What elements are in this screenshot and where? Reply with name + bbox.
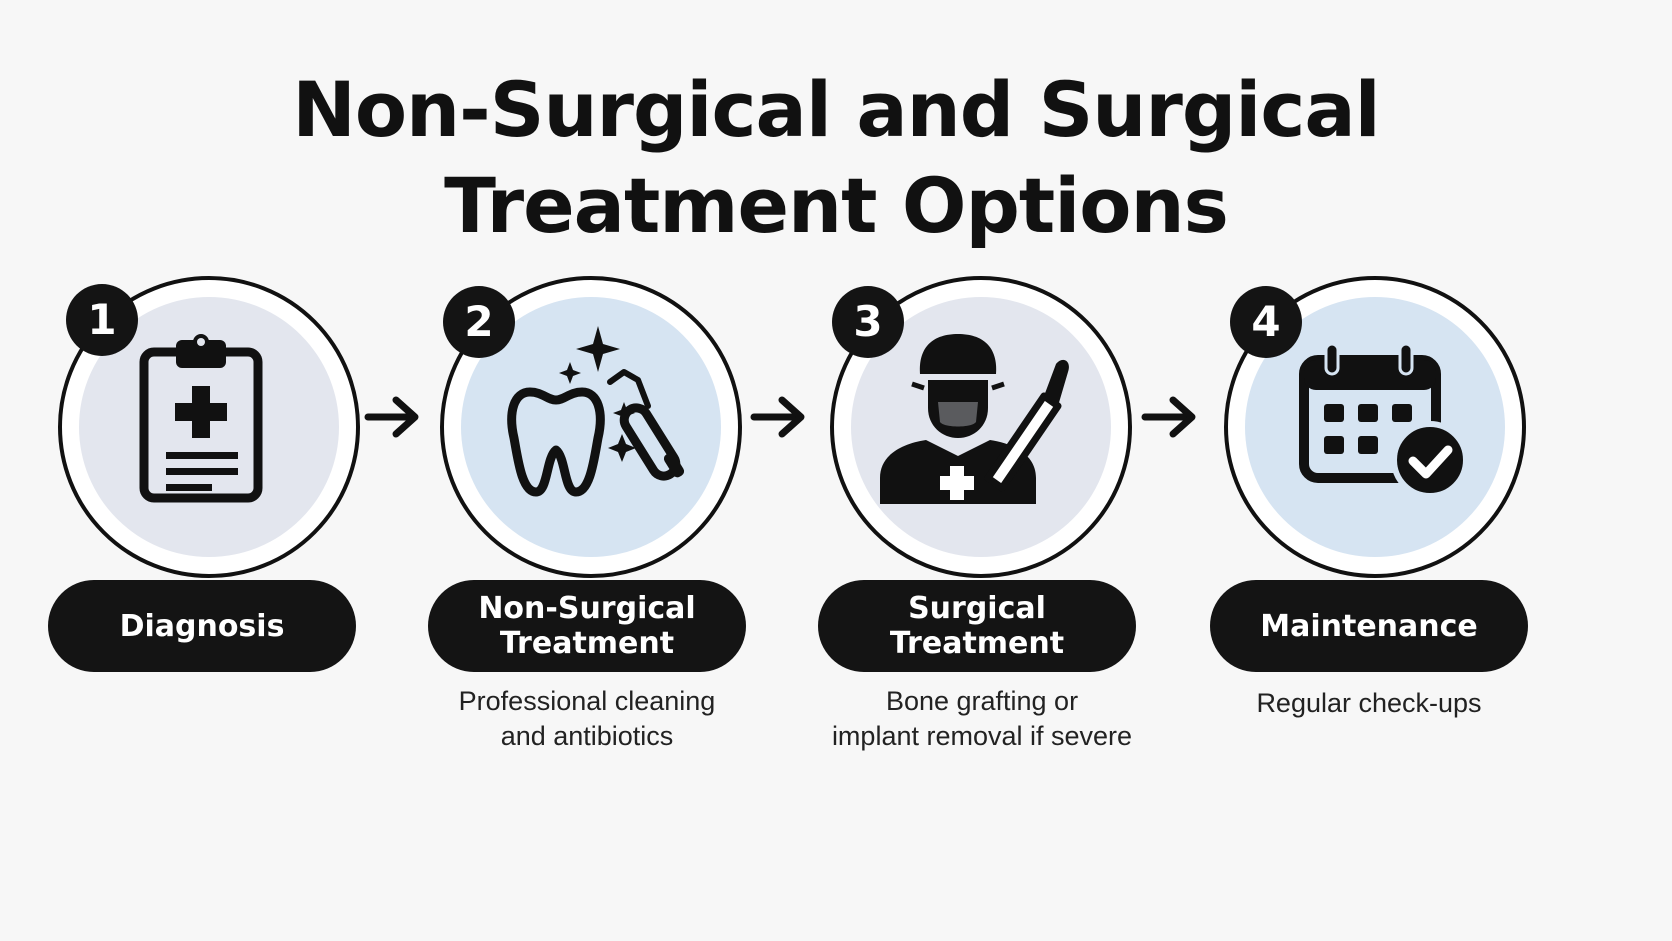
arrow-right-icon <box>750 396 805 438</box>
title-line-1: Non-Surgical and Surgical <box>292 65 1381 154</box>
step-number-badge: 2 <box>443 286 515 358</box>
step-number-badge: 1 <box>66 284 138 356</box>
tooth-cleaning-icon <box>507 326 685 497</box>
calendar-check-icon <box>1299 342 1469 499</box>
title-line-2: Treatment Options <box>444 161 1229 250</box>
clipboard-medical-icon <box>139 334 263 503</box>
step-number-badge: 3 <box>832 286 904 358</box>
arrow-right-icon <box>364 396 419 438</box>
step-description-non-surgical: Professional cleaning and antibiotics <box>458 686 716 751</box>
surgeon-scalpel-icon <box>880 334 1069 504</box>
page-title: Non-Surgical and Surgical Treatment Opti… <box>0 62 1672 254</box>
step-label-diagnosis: Diagnosis <box>48 580 356 672</box>
step-description-maintenance: Regular check-ups <box>1256 688 1482 718</box>
arrow-right-icon <box>1141 396 1196 438</box>
step-label-surgical: Surgical Treatment <box>818 580 1136 672</box>
step-description-surgical: Bone grafting or implant removal if seve… <box>831 686 1133 751</box>
step-number-badge: 4 <box>1230 286 1302 358</box>
step-label-maintenance: Maintenance <box>1210 580 1528 672</box>
step-label-non-surgical: Non-Surgical Treatment <box>428 580 746 672</box>
